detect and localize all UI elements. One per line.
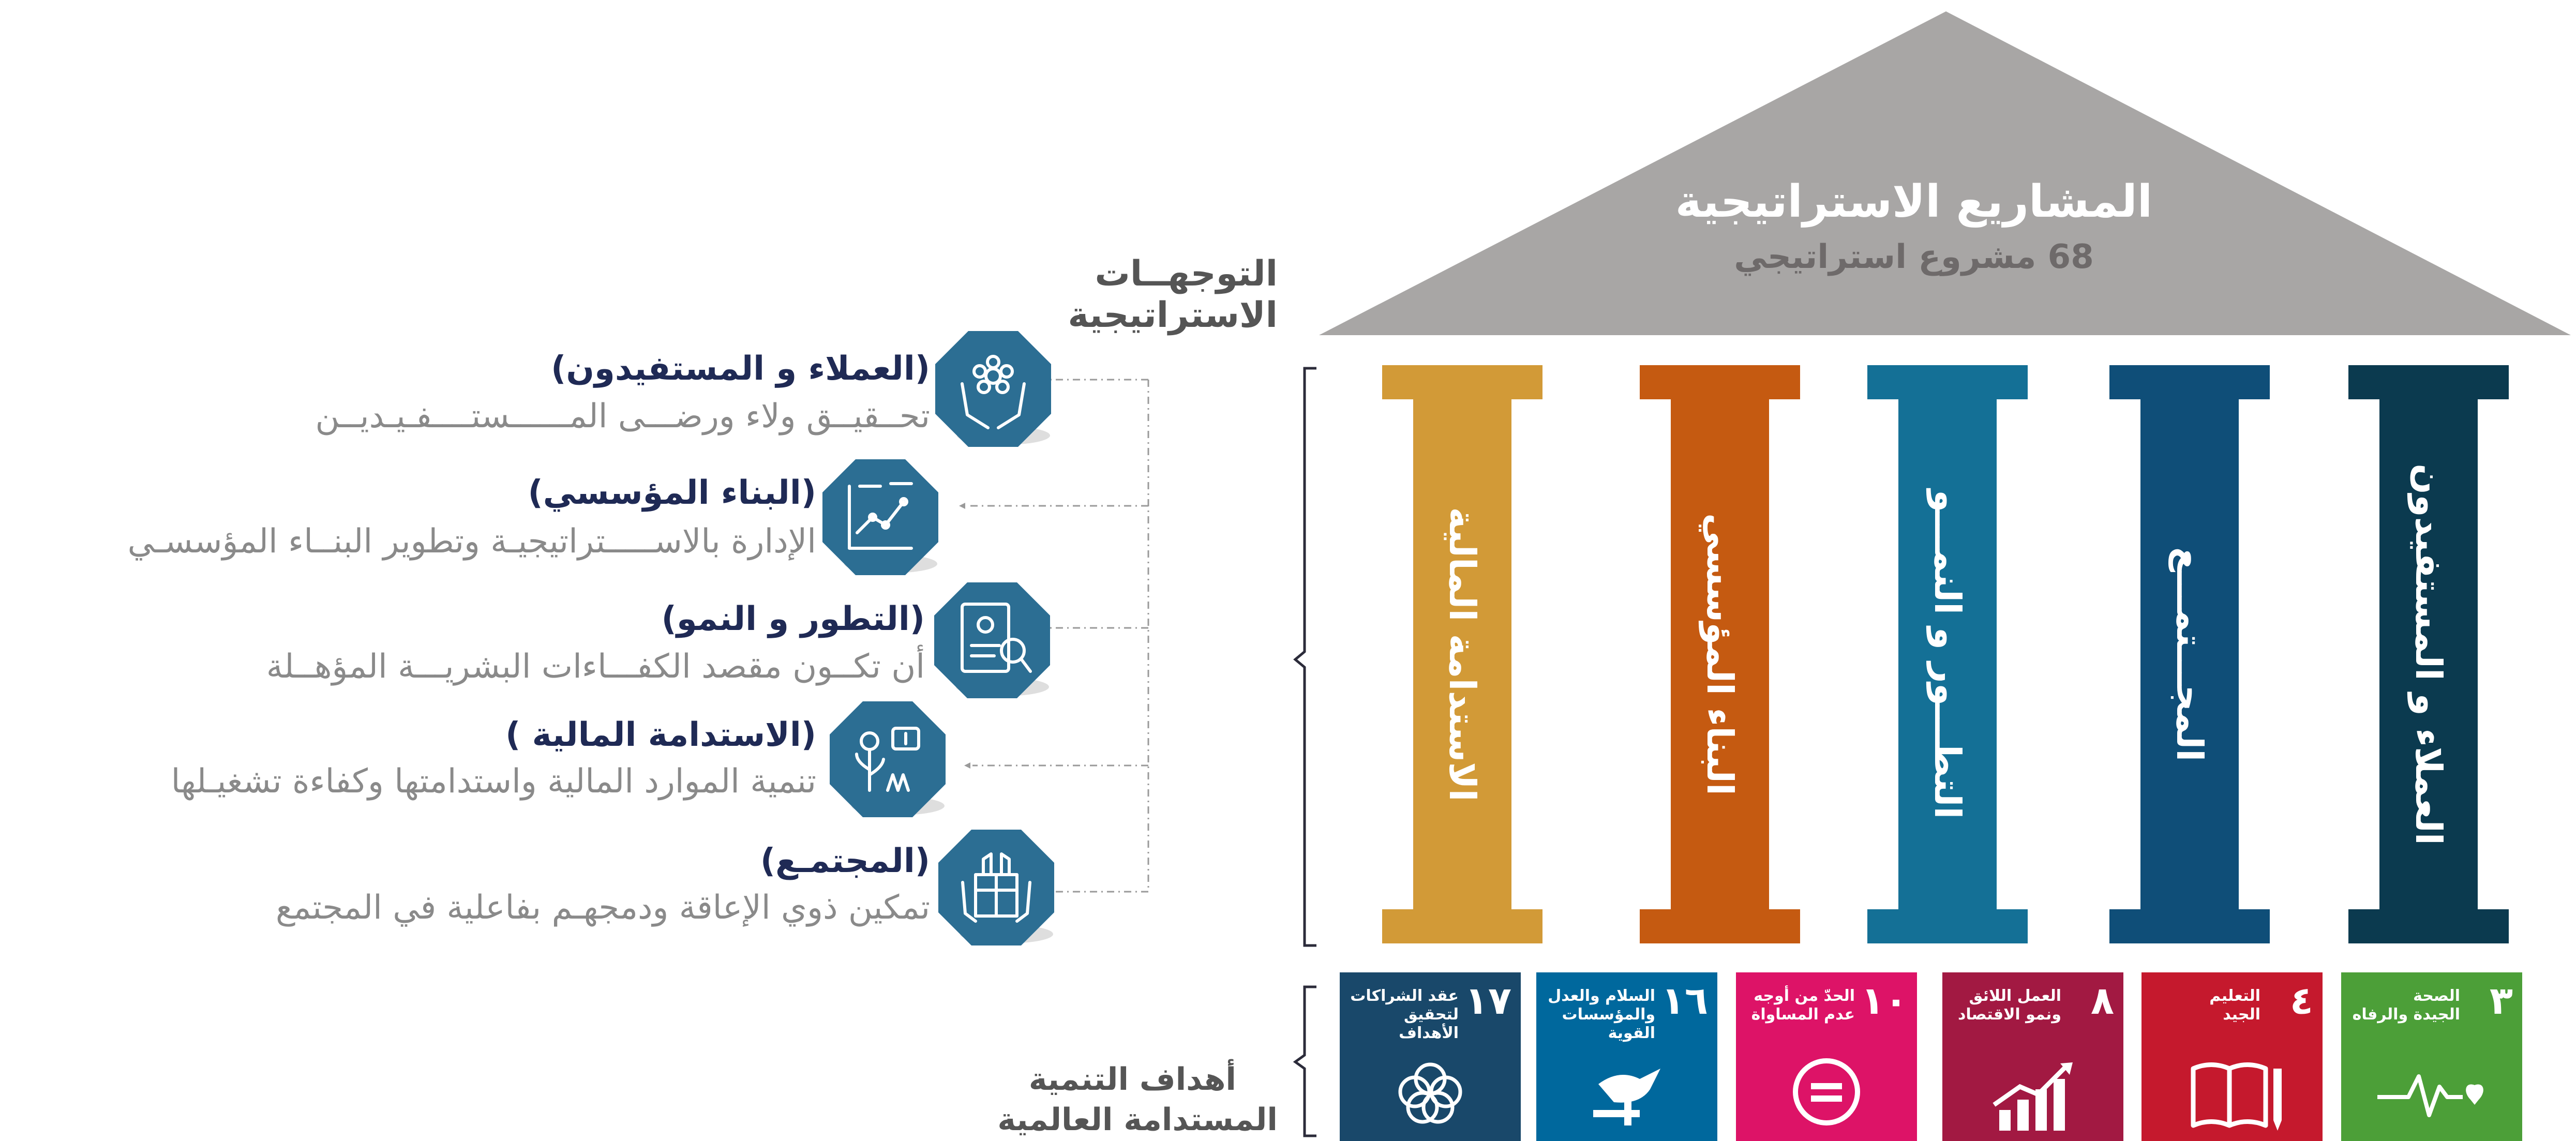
money-plant-icon — [830, 701, 946, 817]
directions-heading-line2: الاستراتيجية — [1068, 295, 1278, 336]
direction-title-community: (المجتمـع) — [760, 842, 930, 880]
flower-hands-icon — [935, 331, 1051, 447]
direction-title-financial: (الاستدامة المالية ) — [505, 716, 816, 754]
sdg-label-line1: أهداف التنمية — [1028, 1061, 1236, 1098]
sdg-tile-10: ١٠ الحدّ من أوجه عدم المساواة — [1736, 972, 1917, 1141]
sdg-tile-4: ٤ التعليم الجيد — [2141, 972, 2323, 1141]
heartbeat-icon — [2377, 1074, 2483, 1117]
resume-search-icon — [934, 582, 1050, 698]
sdg-number: ٣ — [2489, 979, 2513, 1023]
community-hands-icon — [938, 830, 1054, 945]
sdg-bracket — [1293, 985, 1316, 1137]
sdg-title: السلام والعدل والمؤسسات القوية — [1548, 987, 1655, 1042]
directions-heading-line1: التوجهــات — [1095, 253, 1278, 294]
sdg-tile-17: ١٧ عقد الشراكات لتحقيق الأهداف — [1340, 972, 1521, 1141]
pillar-financial-sustainability: الاستدامة المالية — [1382, 365, 1542, 943]
direction-desc-customers: تحــقيــق ولاء ورضـــى المــــــستــــفـ… — [315, 397, 930, 436]
sdg-title: العمل اللائق ونمو الاقتصاد — [1957, 987, 2061, 1024]
partnership-rings-icon — [1398, 1062, 1462, 1124]
pillar-label: المجـــتمـــع — [2168, 547, 2211, 762]
pillar-growth-development: التطـــور و النمـــو — [1867, 365, 2028, 943]
direction-desc-growth: أن تكــون مقصد الكفـــاءات البشريـــة ال… — [266, 648, 925, 686]
growth-chart-icon — [822, 459, 938, 575]
sdg-label-line2: المستدامة العالمية — [997, 1102, 1278, 1138]
pillar-label: التطـــور و النمـــو — [1926, 489, 1969, 819]
sdg-number: ١٦ — [1661, 979, 1708, 1023]
sdg-number: ١٧ — [1464, 979, 1511, 1023]
sdg-title: الحدّ من أوجه عدم المساواة — [1751, 987, 1855, 1024]
sdg-label: أهداف التنمية المستدامة العالمية — [983, 1059, 1278, 1140]
direction-desc-institutional: الإدارة بالاســـــتراتيجيـة وتطوير البنـ… — [127, 522, 816, 561]
pillar-community: المجـــتمـــع — [2109, 365, 2270, 943]
sdg-number: ٨ — [2090, 979, 2114, 1023]
sdg-number: ٤ — [2289, 979, 2313, 1023]
pillars-bracket — [1293, 367, 1316, 947]
book-pencil-icon — [2191, 1062, 2282, 1131]
equality-icon — [1793, 1058, 1860, 1125]
direction-desc-financial: تنمية الموارد المالية واستدامتها وكفاءة … — [171, 762, 816, 801]
roof-subtitle: 68 مشروع استراتيجي — [1734, 238, 2094, 276]
direction-title-institutional: (البناء المؤسسي) — [528, 474, 816, 512]
direction-title-growth: (التطور و النمو) — [661, 600, 925, 638]
roof-triangle — [1319, 11, 2571, 335]
direction-title-customers: (العملاء و المستفيدون) — [551, 350, 930, 388]
dashed-connectors — [959, 377, 1149, 895]
sdg-title: الصحة الجيدة والرفاه — [2352, 987, 2460, 1024]
direction-desc-community: تمكين ذوي الإعاقة ودمجهـم بفاعلية في الم… — [275, 889, 930, 927]
pillar-customers-beneficiaries: العملاء و المستفيدون — [2348, 365, 2509, 943]
pillar-label: الاستدامة المالية — [1441, 507, 1484, 802]
pillar-label: العملاء و المستفيدون — [2407, 463, 2450, 845]
directions-heading: التوجهــات الاستراتيجية — [1029, 253, 1278, 336]
roof-title: المشاريع الاستراتيجية — [1675, 176, 2153, 228]
sdg-tile-3: ٣ الصحة الجيدة والرفاه — [2341, 972, 2522, 1141]
rising-chart-icon — [1993, 1062, 2073, 1131]
sdg-title: عقد الشراكات لتحقيق الأهداف — [1350, 987, 1459, 1042]
sdg-tile-8: ٨ العمل اللائق ونمو الاقتصاد — [1942, 972, 2123, 1141]
sdg-number: ١٠ — [1861, 979, 1908, 1023]
pillar-institutional-building: البناء المؤسسي — [1640, 365, 1800, 943]
sdg-tile-16: ١٦ السلام والعدل والمؤسسات القوية — [1536, 972, 1717, 1141]
sdg-title: التعليم الجيد — [2209, 987, 2260, 1024]
pillar-label: البناء المؤسسي — [1699, 513, 1741, 795]
dove-gavel-icon — [1593, 1069, 1660, 1125]
